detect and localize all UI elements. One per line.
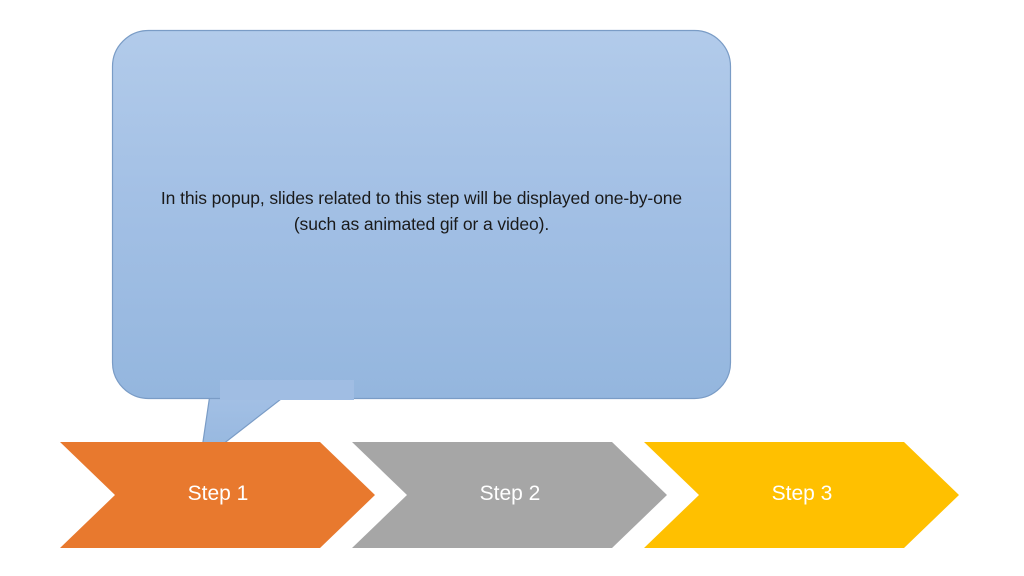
- chevron-step-2[interactable]: [352, 442, 667, 548]
- chevron-step-3[interactable]: [644, 442, 959, 548]
- callout-text: In this popup, slides related to this st…: [160, 188, 683, 234]
- chevron-step-3-label: Step 3: [771, 482, 833, 505]
- chevron-step-1-label: Step 1: [187, 482, 249, 505]
- callout-tail-seam: [220, 380, 354, 400]
- callout-body: [111, 29, 732, 400]
- chevron-step-2-label: Step 2: [479, 482, 541, 505]
- chevron-step-1[interactable]: [60, 442, 375, 548]
